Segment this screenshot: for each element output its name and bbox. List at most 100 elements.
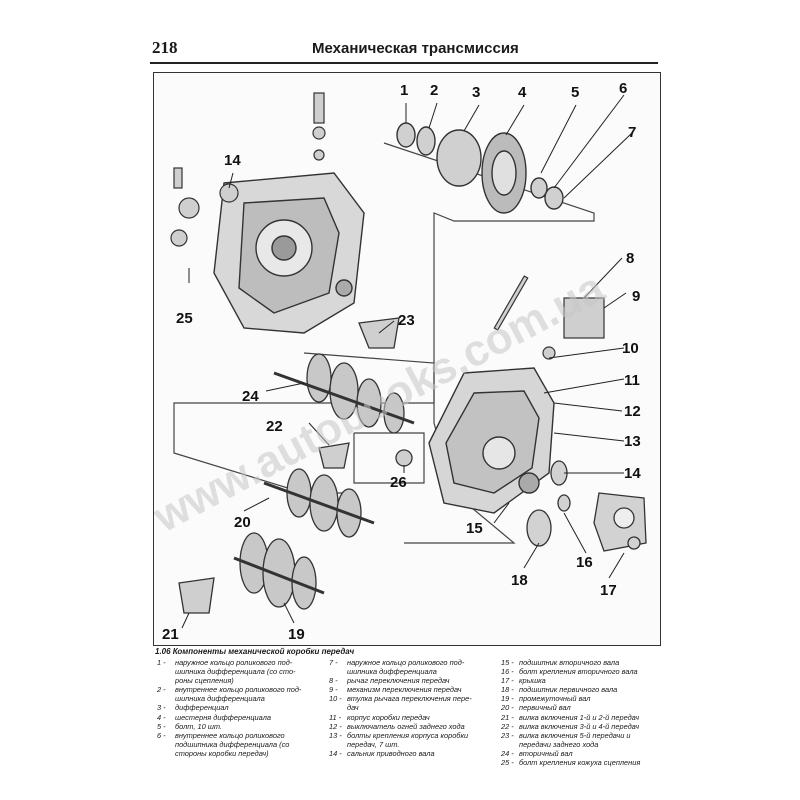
legend-item: 6 -внутреннее кольцо роликового [157, 731, 329, 740]
legend-item: 3 - дифференциал [157, 703, 329, 712]
legend-item-number: 19 - [501, 694, 514, 704]
callout-19: 19 [288, 626, 305, 643]
differential [396, 122, 564, 214]
legend-item-text: подшипник вторичного вала [519, 658, 620, 667]
section-title: Механическая трансмиссия [312, 40, 519, 57]
legend-item: 4 -шестерня дифференциала [157, 713, 329, 722]
callout-13: 13 [624, 433, 641, 450]
legend-item-number: 6 - [157, 730, 166, 740]
callout-1: 1 [400, 82, 408, 99]
legend-item-text: механизм переключения передач [347, 685, 462, 695]
legend-item-number: 9 - [329, 685, 338, 695]
legend-item-text: передачи заднего хода [519, 739, 599, 749]
legend-item: передач, 7 шт. [329, 740, 501, 749]
legend-item-text: подшипник первичного вала [519, 685, 618, 695]
legend-item: передачи заднего хода [501, 740, 661, 749]
legend-item: шипника дифференциала (со сто- [157, 667, 329, 676]
callout-12: 12 [624, 403, 641, 420]
legend-item: 14 -сальник приводного вала [329, 749, 501, 758]
legend-item-number: 15 - [501, 658, 514, 667]
legend-item-number [157, 749, 175, 758]
legend-column-2: 7 - наружное кольцо роликового под-шипник… [329, 658, 501, 758]
callout-22: 22 [266, 418, 283, 435]
callout-20: 20 [234, 514, 251, 531]
legend-item-text: шипника дифференциала [347, 667, 437, 677]
legend-item: подшипника дифференциала (со [157, 740, 329, 749]
legend-column-1: 1 -наружное кольцо роликового под-шипник… [157, 658, 329, 758]
legend-item-number: 16 - [501, 667, 514, 677]
legend-item-number: 1 - [157, 658, 166, 667]
legend-item: шипника дифференциала [157, 694, 329, 703]
legend-item-number: 22 - [501, 721, 514, 731]
legend-item: 10 - втулка рычага переключения пере- [329, 694, 501, 703]
callouts: 1 2 3 4 5 6 7 8 9 10 11 12 13 14 14 15 1… [162, 80, 641, 643]
legend-item: 18 - подшипник первичного вала [501, 685, 661, 694]
gearbox-housing [428, 367, 555, 514]
legend-item-text: болт крепления вторичного вала [519, 667, 638, 677]
legend-item-number: 5 - [157, 721, 166, 731]
legend-item-number: 18 - [501, 685, 514, 695]
legend-item-text: вилка включения 5-й передачи и [519, 730, 631, 740]
legend-item: 17 - крышка [501, 676, 661, 685]
legend-item-text: шипника дифференциала [175, 694, 265, 704]
legend-item-text: крышка [519, 676, 546, 686]
callout-15: 15 [466, 520, 483, 537]
legend-item-text: промежуточный вал [519, 694, 591, 704]
legend-item-text: вилка включения 3-й и 4-й передач [519, 721, 640, 731]
legend-item-number [329, 667, 347, 676]
legend-item: 2 -внутреннее кольцо роликового под- [157, 685, 329, 694]
legend-item-text: стороны коробки передач) [175, 748, 269, 758]
callout-25: 25 [176, 310, 193, 327]
legend-item-number: 24 - [501, 748, 514, 758]
legend-item-number: 14 - [329, 748, 342, 758]
end-cover [526, 460, 647, 552]
legend-item-number: 11 - [329, 712, 342, 722]
legend-item-text: дифференциал [175, 703, 229, 713]
callout-14-right: 14 [624, 465, 641, 482]
legend-item-number: 20 - [501, 703, 514, 713]
legend-item-number: 3 - [157, 703, 166, 713]
legend-item: 8 -рычаг переключения передач [329, 676, 501, 685]
legend-item: 24 - вторичный вал [501, 749, 661, 758]
exploded-diagram: 1 2 3 4 5 6 7 8 9 10 11 12 13 14 14 15 1… [153, 72, 661, 646]
legend-item-number: 12 - [329, 721, 342, 731]
legend-item-text: вилка включения 1-й и 2-й передач [519, 712, 640, 722]
legend-item: стороны коробки передач) [157, 749, 329, 758]
legend-item-text: шестерня дифференциала [175, 712, 271, 722]
legend-item-text: наружное кольцо роликового под- [347, 658, 465, 667]
diagram-svg: 1 2 3 4 5 6 7 8 9 10 11 12 13 14 14 15 1… [154, 80, 647, 643]
legend-item: 12 -выключатель огней заднего хода [329, 722, 501, 731]
legend-item: 5 - болт, 10 шт. [157, 722, 329, 731]
legend-item-number: 7 - [329, 658, 338, 667]
legend-item-number [501, 740, 519, 749]
legend-item: 23 - вилка включения 5-й передачи и [501, 731, 661, 740]
callout-18: 18 [511, 572, 528, 589]
legend-item: 1 -наружное кольцо роликового под- [157, 658, 329, 667]
legend-item: 9 - механизм переключения передач [329, 685, 501, 694]
legend-item-text: вторичный вал [519, 748, 573, 758]
legend-item-text: внутреннее кольцо роликового под- [175, 685, 302, 695]
header-rule [150, 62, 658, 64]
legend-item-text: дач [347, 703, 359, 713]
legend-item: 15 - подшипник вторичного вала [501, 658, 661, 667]
legend-item: роны сцепления) [157, 676, 329, 685]
legend-item-number: 23 - [501, 730, 514, 740]
legend-item-number [329, 703, 347, 712]
legend-item-number: 17 - [501, 676, 514, 686]
legend-item: 25 -болт крепления кожуха сцепления [501, 758, 661, 767]
callout-4: 4 [518, 84, 527, 101]
callout-3: 3 [472, 84, 480, 101]
legend-item-text: болт, 10 шт. [175, 721, 222, 731]
legend-item-number: 10 - [329, 694, 342, 704]
legend-item-number [329, 740, 347, 749]
legend-item-number [157, 694, 175, 703]
legend-item-number: 25 - [501, 758, 514, 768]
legend-item-number: 13 - [329, 730, 342, 740]
legend-item: 21 -вилка включения 1-й и 2-й передач [501, 713, 661, 722]
legend-item-text: втулка рычага переключения пере- [347, 694, 472, 704]
shift-mechanism [493, 275, 605, 360]
callout-21: 21 [162, 626, 179, 643]
legend-item-number: 8 - [329, 676, 338, 686]
legend-item: дач [329, 703, 501, 712]
